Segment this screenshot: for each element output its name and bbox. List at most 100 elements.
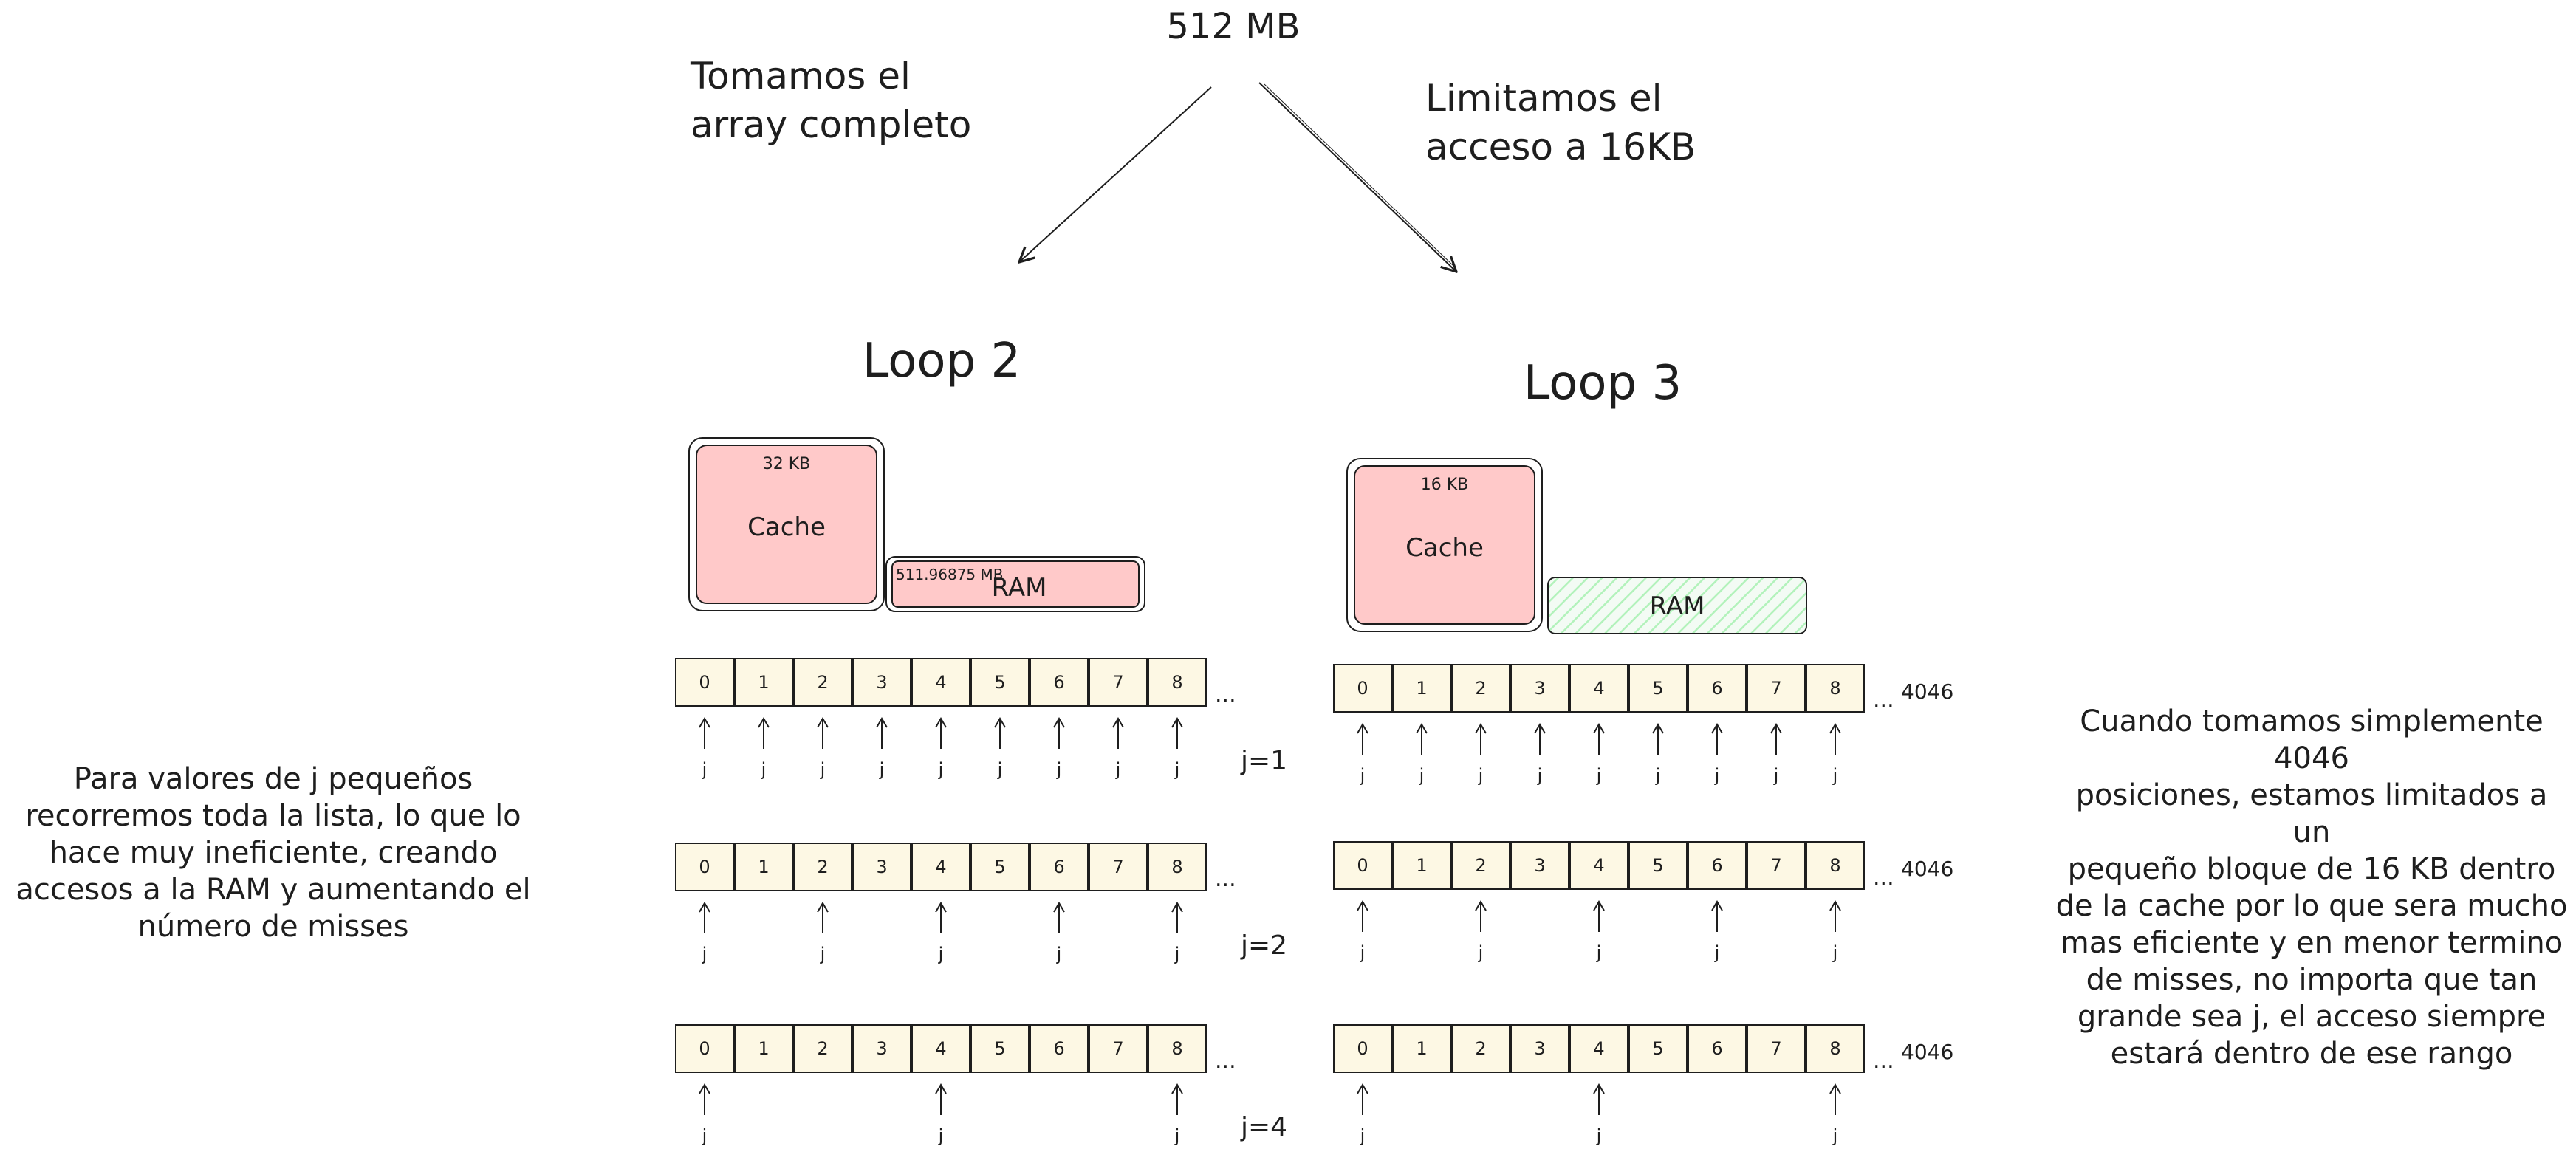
array-cell <box>1451 841 1510 890</box>
right-branch-arrow-shadow <box>1264 83 1454 267</box>
array-cell-index: 2 <box>817 672 828 693</box>
array-ellipsis: ... <box>1873 1048 1894 1074</box>
array-cell-index: 1 <box>1416 1038 1427 1059</box>
array-cell-index: 7 <box>1770 1038 1781 1059</box>
array-cell-index: 2 <box>1475 678 1486 699</box>
pointer-arrowhead <box>935 717 947 728</box>
array-cell-index: 3 <box>876 1038 887 1059</box>
array-cell <box>970 1024 1030 1073</box>
array-cell-index: 2 <box>817 857 828 877</box>
array-cell <box>1806 1024 1865 1073</box>
pointer-label: j <box>1174 944 1180 964</box>
pointer-label: j <box>820 944 826 964</box>
array-cell <box>970 843 1030 891</box>
pointer-arrowhead <box>1652 723 1664 734</box>
array-cell <box>1628 841 1688 890</box>
array-cell <box>1628 1024 1688 1073</box>
array-cell <box>1747 841 1806 890</box>
array-cell-index: 2 <box>1475 1038 1486 1059</box>
pointer-arrowhead <box>1416 723 1428 734</box>
array-cell-index: 1 <box>1416 855 1427 876</box>
array-cell <box>1747 664 1806 713</box>
pointer-arrowhead <box>1357 900 1368 911</box>
array-cell-index: 1 <box>758 1038 769 1059</box>
cache-size-label: 32 KB <box>763 455 811 473</box>
array-cell-index: 7 <box>1770 678 1781 699</box>
pointer-label: j <box>1174 759 1180 780</box>
pointer-label: j <box>1832 1125 1838 1146</box>
array-cell-index: 2 <box>1475 855 1486 876</box>
pointer-arrowhead <box>1357 723 1368 734</box>
array-cell-index: 5 <box>994 672 1005 693</box>
pointer-label: j <box>997 759 1003 780</box>
array-cell-index: 6 <box>1053 672 1064 693</box>
array-cell-index: 0 <box>1357 855 1368 876</box>
pointer-arrowhead <box>994 717 1006 728</box>
array-cell-index: 5 <box>994 1038 1005 1059</box>
pointer-label: j <box>1714 942 1720 963</box>
array-cell <box>1569 664 1628 713</box>
pointer-arrowhead <box>1112 717 1124 728</box>
array-cell <box>1688 664 1747 713</box>
array-cell <box>1333 664 1392 713</box>
pointer-arrowhead <box>1171 717 1183 728</box>
pointer-arrowhead <box>935 1083 947 1094</box>
pointer-label: j <box>1832 765 1838 786</box>
pointer-label: j <box>702 944 708 964</box>
array-cell-index: 8 <box>1171 672 1182 693</box>
pointer-arrowhead <box>1475 900 1487 911</box>
pointer-label: j <box>702 759 708 780</box>
cache-inner-box <box>696 445 877 604</box>
right-branch-label-line: acceso a 16KB <box>1425 126 1696 168</box>
array-cell <box>1089 1024 1148 1073</box>
loop-2-title: Loop 2 <box>863 334 1021 388</box>
ram-outer-border <box>886 556 1145 612</box>
ram-label: RAM <box>1650 592 1705 621</box>
array-cell-index: 4 <box>1593 678 1604 699</box>
pointer-arrowhead <box>1711 723 1723 734</box>
array-cell <box>1569 841 1628 890</box>
cache-inner-box <box>1354 465 1535 625</box>
array-cell <box>911 843 970 891</box>
array-cell <box>911 658 970 707</box>
right-branch-label-line: Limitamos el <box>1425 77 1662 120</box>
pointer-label: j <box>1714 765 1720 786</box>
array-cell-index: 0 <box>699 1038 710 1059</box>
pointer-arrowhead <box>1770 723 1782 734</box>
pointer-arrowhead <box>758 717 770 728</box>
pointer-label: j <box>1419 765 1425 786</box>
pointer-arrowhead <box>1829 1083 1841 1094</box>
memory-size-label: 512 MB <box>1166 6 1300 47</box>
pointer-label: j <box>1056 944 1062 964</box>
pointer-arrowhead <box>935 902 947 913</box>
pointer-label: j <box>879 759 885 780</box>
pointer-label: j <box>1596 765 1602 786</box>
pointer-arrowhead <box>1593 1083 1605 1094</box>
array-cell-index: 7 <box>1770 855 1781 876</box>
array-cell-index: 6 <box>1711 678 1722 699</box>
step-label: j=2 <box>1240 930 1287 961</box>
pointer-label: j <box>1655 765 1661 786</box>
array-ellipsis: ... <box>1215 1048 1236 1074</box>
pointer-label: j <box>1174 1125 1180 1146</box>
pointer-label: j <box>1360 765 1366 786</box>
array-cell <box>852 658 911 707</box>
array-cell <box>793 1024 852 1073</box>
array-cell-index: 1 <box>758 857 769 877</box>
array-cell-index: 6 <box>1053 857 1064 877</box>
pointer-label: j <box>1773 765 1779 786</box>
array-cell <box>911 1024 970 1073</box>
pointer-label: j <box>1478 765 1484 786</box>
array-cell <box>1392 841 1451 890</box>
left-branch-label: Tomamos el array completo <box>690 55 971 146</box>
array-cell <box>734 658 793 707</box>
array-ellipsis: ... <box>1873 688 1894 713</box>
pointer-arrowhead <box>817 902 829 913</box>
